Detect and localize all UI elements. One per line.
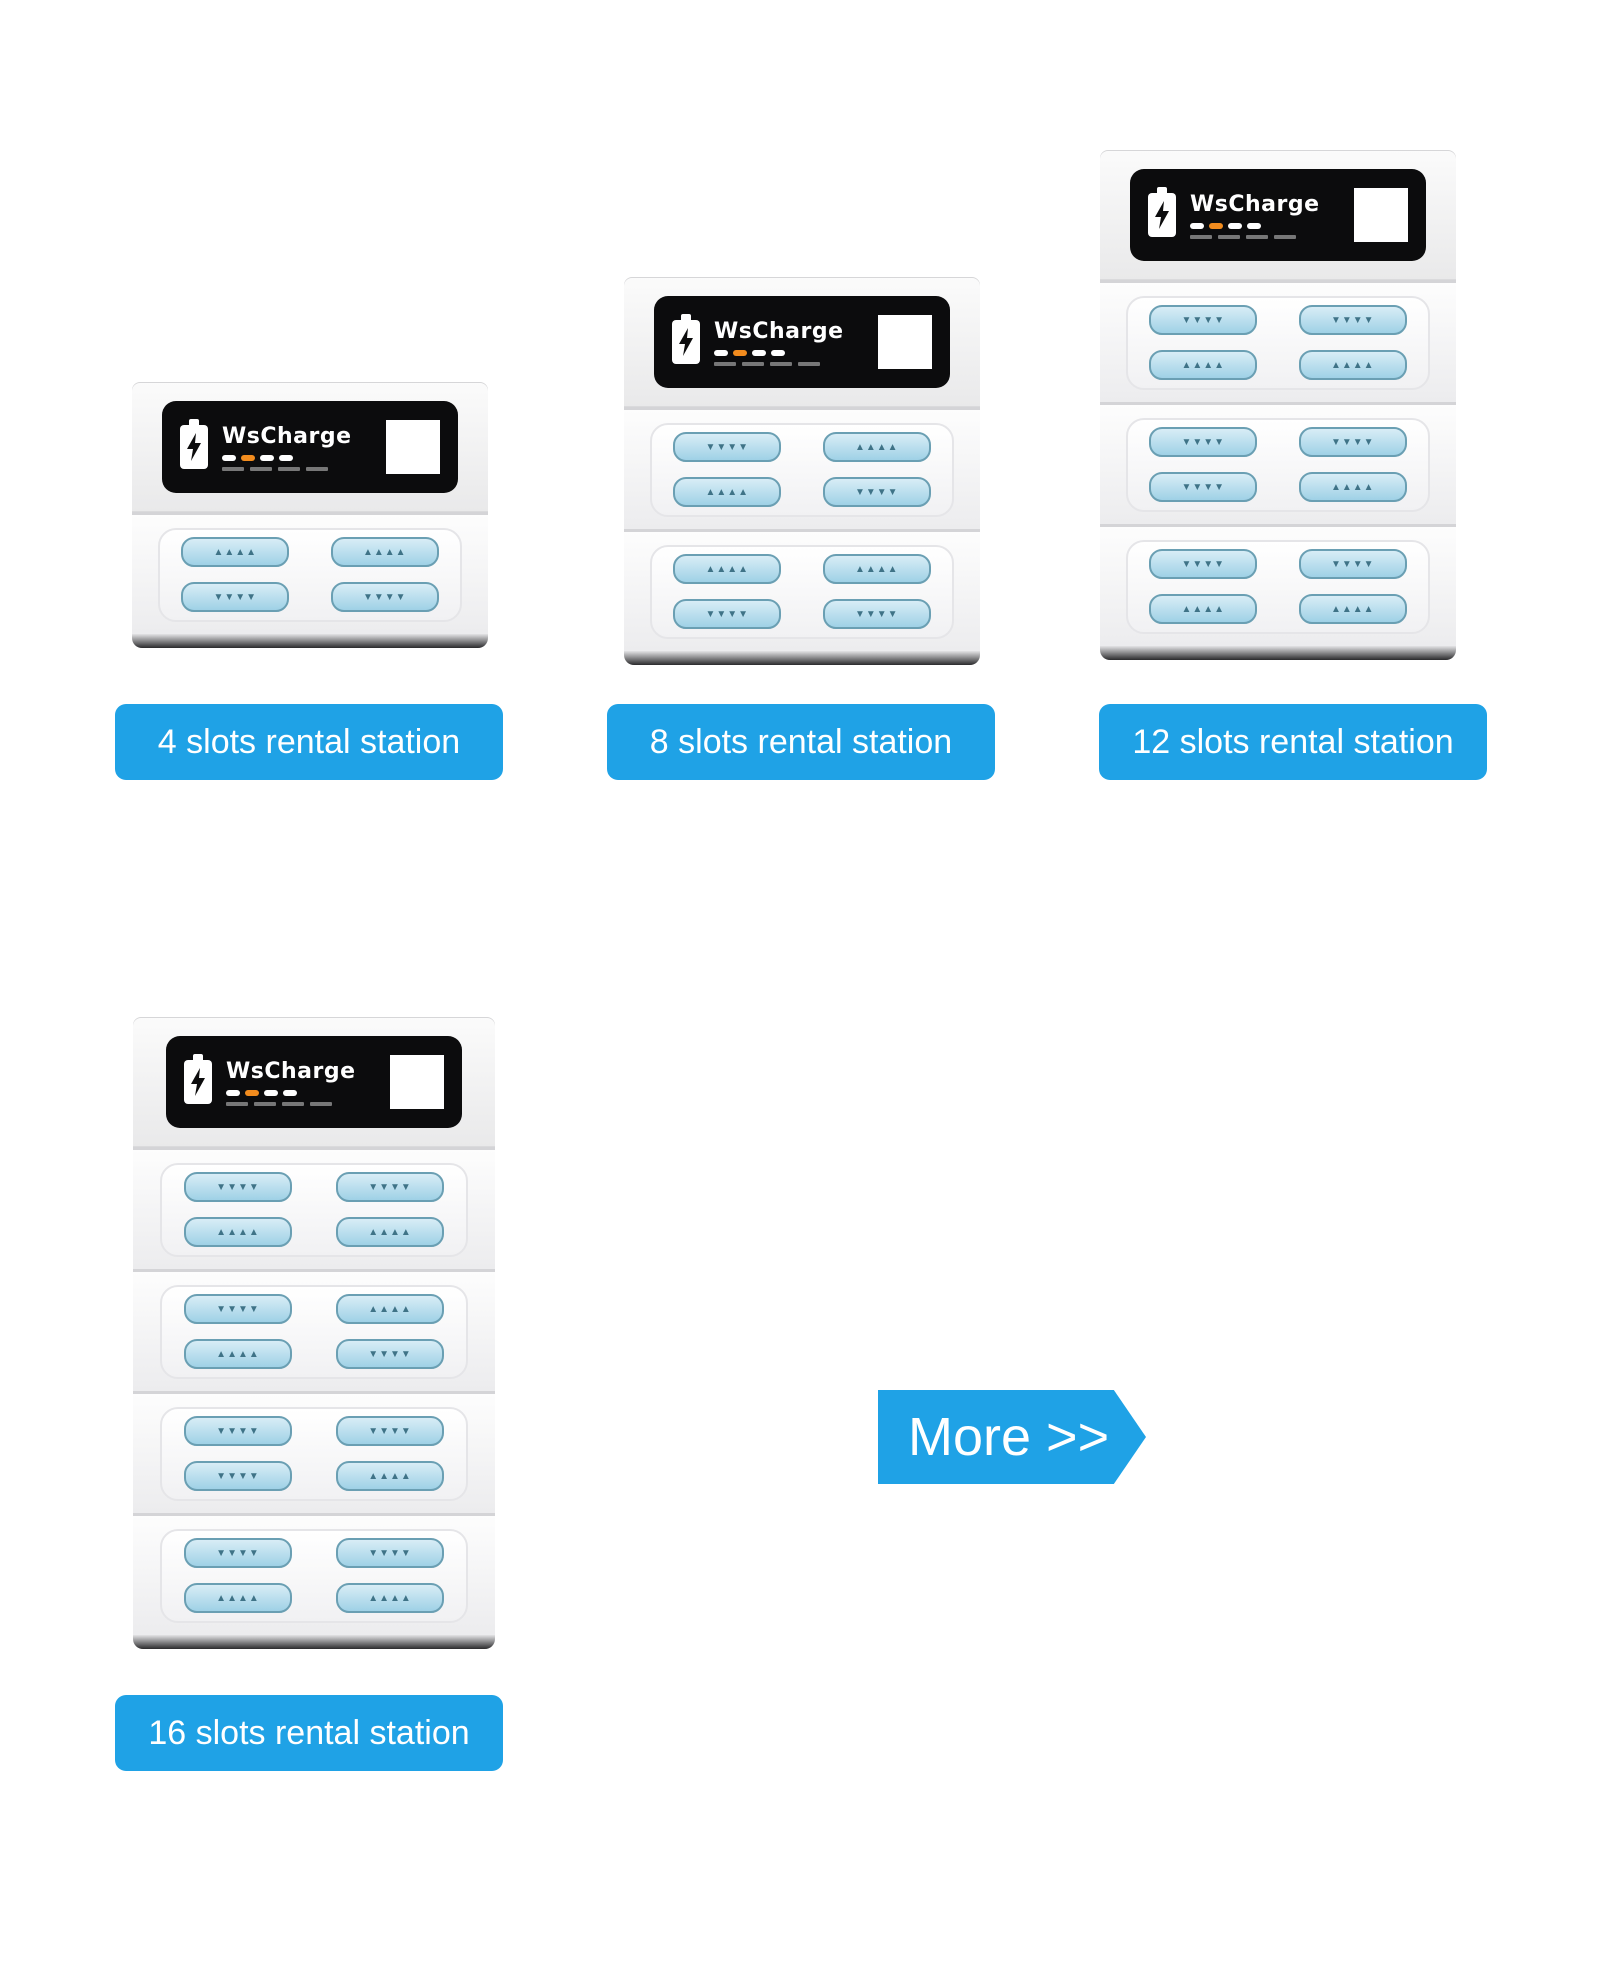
instruction-steps bbox=[222, 466, 372, 471]
station-label-16-slots[interactable]: 16 slots rental station bbox=[115, 1695, 503, 1771]
power-bank-slot[interactable]: ▼▼▼▼ bbox=[336, 1172, 444, 1202]
power-bank-slot[interactable]: ▲▲▲▲ bbox=[1298, 594, 1407, 624]
power-bank-slot[interactable]: ▲▲▲▲ bbox=[1149, 350, 1258, 380]
qr-code-icon bbox=[878, 315, 932, 369]
power-bank-slot[interactable]: ▼▼▼▼ bbox=[1298, 427, 1407, 457]
power-bank-slot[interactable]: ▼▼▼▼ bbox=[1298, 549, 1407, 579]
power-bank-slot[interactable]: ▼▼▼▼ bbox=[1149, 305, 1258, 335]
station-screen: WsCharge bbox=[162, 401, 458, 493]
brand-name: WsCharge bbox=[226, 1058, 356, 1084]
station-display-head: WsCharge bbox=[624, 277, 980, 407]
power-bank-slot[interactable]: ▲▲▲▲ bbox=[336, 1461, 444, 1491]
slot-module: ▼▼▼▼ ▲▲▲▲ ▲▲▲▲ ▼▼▼▼ bbox=[133, 1269, 495, 1391]
slot-module: ▲▲▲▲ ▲▲▲▲ ▼▼▼▼ ▼▼▼▼ bbox=[624, 529, 980, 651]
battery-bolt-icon bbox=[672, 314, 700, 364]
instruction-steps bbox=[714, 361, 864, 366]
more-button[interactable]: More >> bbox=[878, 1390, 1146, 1484]
station-screen: WsCharge bbox=[654, 296, 950, 388]
power-bank-slot[interactable]: ▲▲▲▲ bbox=[336, 1583, 444, 1613]
slot-module: ▼▼▼▼ ▼▼▼▼ ▲▲▲▲ ▲▲▲▲ bbox=[1100, 280, 1456, 402]
power-bank-slot[interactable]: ▲▲▲▲ bbox=[822, 554, 931, 584]
power-bank-slot[interactable]: ▼▼▼▼ bbox=[183, 1416, 292, 1446]
instruction-steps bbox=[226, 1101, 376, 1106]
power-bank-slot[interactable]: ▲▲▲▲ bbox=[336, 1217, 444, 1247]
station-4-slots[interactable]: WsCharge ▲▲▲▲ ▲▲▲▲ ▼▼▼▼ ▼▼▼▼ bbox=[132, 382, 488, 648]
power-bank-slot[interactable]: ▼▼▼▼ bbox=[336, 1538, 444, 1568]
power-bank-slot[interactable]: ▲▲▲▲ bbox=[183, 1217, 292, 1247]
station-label-8-slots[interactable]: 8 slots rental station bbox=[607, 704, 995, 780]
slot-module: ▼▼▼▼ ▼▼▼▼ ▲▲▲▲ ▲▲▲▲ bbox=[133, 1513, 495, 1635]
power-bank-slot[interactable]: ▼▼▼▼ bbox=[822, 477, 931, 507]
power-bank-slot[interactable]: ▼▼▼▼ bbox=[822, 599, 931, 629]
slot-module: ▼▼▼▼ ▼▼▼▼ ▼▼▼▼ ▲▲▲▲ bbox=[133, 1391, 495, 1513]
qr-code-icon bbox=[390, 1055, 444, 1109]
station-base bbox=[132, 634, 488, 648]
power-bank-slot[interactable]: ▲▲▲▲ bbox=[1298, 350, 1407, 380]
status-dots bbox=[1190, 222, 1340, 229]
power-bank-slot[interactable]: ▼▼▼▼ bbox=[330, 582, 439, 612]
power-bank-slot[interactable]: ▲▲▲▲ bbox=[673, 477, 782, 507]
status-dots bbox=[714, 349, 864, 356]
status-dots bbox=[226, 1089, 376, 1096]
power-bank-slot[interactable]: ▲▲▲▲ bbox=[1149, 594, 1258, 624]
power-bank-slot[interactable]: ▼▼▼▼ bbox=[1149, 427, 1258, 457]
power-bank-slot[interactable]: ▼▼▼▼ bbox=[1149, 472, 1258, 502]
qr-code-icon bbox=[1354, 188, 1408, 242]
power-bank-slot[interactable]: ▲▲▲▲ bbox=[181, 537, 290, 567]
slot-module: ▲▲▲▲ ▲▲▲▲ ▼▼▼▼ ▼▼▼▼ bbox=[132, 512, 488, 634]
battery-bolt-icon bbox=[1148, 187, 1176, 237]
station-screen: WsCharge bbox=[166, 1036, 462, 1128]
slot-module: ▼▼▼▼ ▼▼▼▼ ▲▲▲▲ ▲▲▲▲ bbox=[1100, 524, 1456, 646]
station-display-head: WsCharge bbox=[132, 382, 488, 512]
power-bank-slot[interactable]: ▼▼▼▼ bbox=[183, 1538, 292, 1568]
slot-module: ▼▼▼▼ ▼▼▼▼ ▲▲▲▲ ▲▲▲▲ bbox=[133, 1147, 495, 1269]
power-bank-slot[interactable]: ▼▼▼▼ bbox=[673, 599, 782, 629]
power-bank-slot[interactable]: ▼▼▼▼ bbox=[183, 1172, 292, 1202]
power-bank-slot[interactable]: ▲▲▲▲ bbox=[1298, 472, 1407, 502]
station-label-12-slots[interactable]: 12 slots rental station bbox=[1099, 704, 1487, 780]
power-bank-slot[interactable]: ▼▼▼▼ bbox=[1298, 305, 1407, 335]
battery-bolt-icon bbox=[184, 1054, 212, 1104]
station-display-head: WsCharge bbox=[133, 1017, 495, 1147]
power-bank-slot[interactable]: ▼▼▼▼ bbox=[673, 432, 782, 462]
brand-name: WsCharge bbox=[1190, 191, 1320, 217]
power-bank-slot[interactable]: ▼▼▼▼ bbox=[183, 1294, 292, 1324]
station-8-slots[interactable]: WsCharge ▼▼▼▼ ▲▲▲▲ ▲▲▲▲ ▼▼▼▼ ▲▲▲▲ ▲▲▲▲ ▼… bbox=[624, 277, 980, 665]
station-display-head: WsCharge bbox=[1100, 150, 1456, 280]
station-label-4-slots[interactable]: 4 slots rental station bbox=[115, 704, 503, 780]
battery-bolt-icon bbox=[180, 419, 208, 469]
power-bank-slot[interactable]: ▲▲▲▲ bbox=[673, 554, 782, 584]
brand-name: WsCharge bbox=[714, 318, 844, 344]
brand-name: WsCharge bbox=[222, 423, 352, 449]
power-bank-slot[interactable]: ▼▼▼▼ bbox=[181, 582, 290, 612]
station-base bbox=[133, 1635, 495, 1649]
status-dots bbox=[222, 454, 372, 461]
power-bank-slot[interactable]: ▼▼▼▼ bbox=[1149, 549, 1258, 579]
power-bank-slot[interactable]: ▲▲▲▲ bbox=[183, 1339, 292, 1369]
station-12-slots[interactable]: WsCharge ▼▼▼▼ ▼▼▼▼ ▲▲▲▲ ▲▲▲▲ ▼▼▼▼ ▼▼▼▼ ▼… bbox=[1100, 150, 1456, 660]
power-bank-slot[interactable]: ▲▲▲▲ bbox=[822, 432, 931, 462]
power-bank-slot[interactable]: ▲▲▲▲ bbox=[336, 1294, 444, 1324]
slot-module: ▼▼▼▼ ▼▼▼▼ ▼▼▼▼ ▲▲▲▲ bbox=[1100, 402, 1456, 524]
power-bank-slot[interactable]: ▲▲▲▲ bbox=[183, 1583, 292, 1613]
slot-module: ▼▼▼▼ ▲▲▲▲ ▲▲▲▲ ▼▼▼▼ bbox=[624, 407, 980, 529]
power-bank-slot[interactable]: ▼▼▼▼ bbox=[336, 1416, 444, 1446]
instruction-steps bbox=[1190, 234, 1340, 239]
station-base bbox=[1100, 646, 1456, 660]
station-screen: WsCharge bbox=[1130, 169, 1426, 261]
qr-code-icon bbox=[386, 420, 440, 474]
station-16-slots[interactable]: WsCharge ▼▼▼▼ ▼▼▼▼ ▲▲▲▲ ▲▲▲▲ ▼▼▼▼ ▲▲▲▲ ▲… bbox=[133, 1017, 495, 1649]
power-bank-slot[interactable]: ▼▼▼▼ bbox=[336, 1339, 444, 1369]
power-bank-slot[interactable]: ▼▼▼▼ bbox=[183, 1461, 292, 1491]
station-base bbox=[624, 651, 980, 665]
power-bank-slot[interactable]: ▲▲▲▲ bbox=[330, 537, 439, 567]
